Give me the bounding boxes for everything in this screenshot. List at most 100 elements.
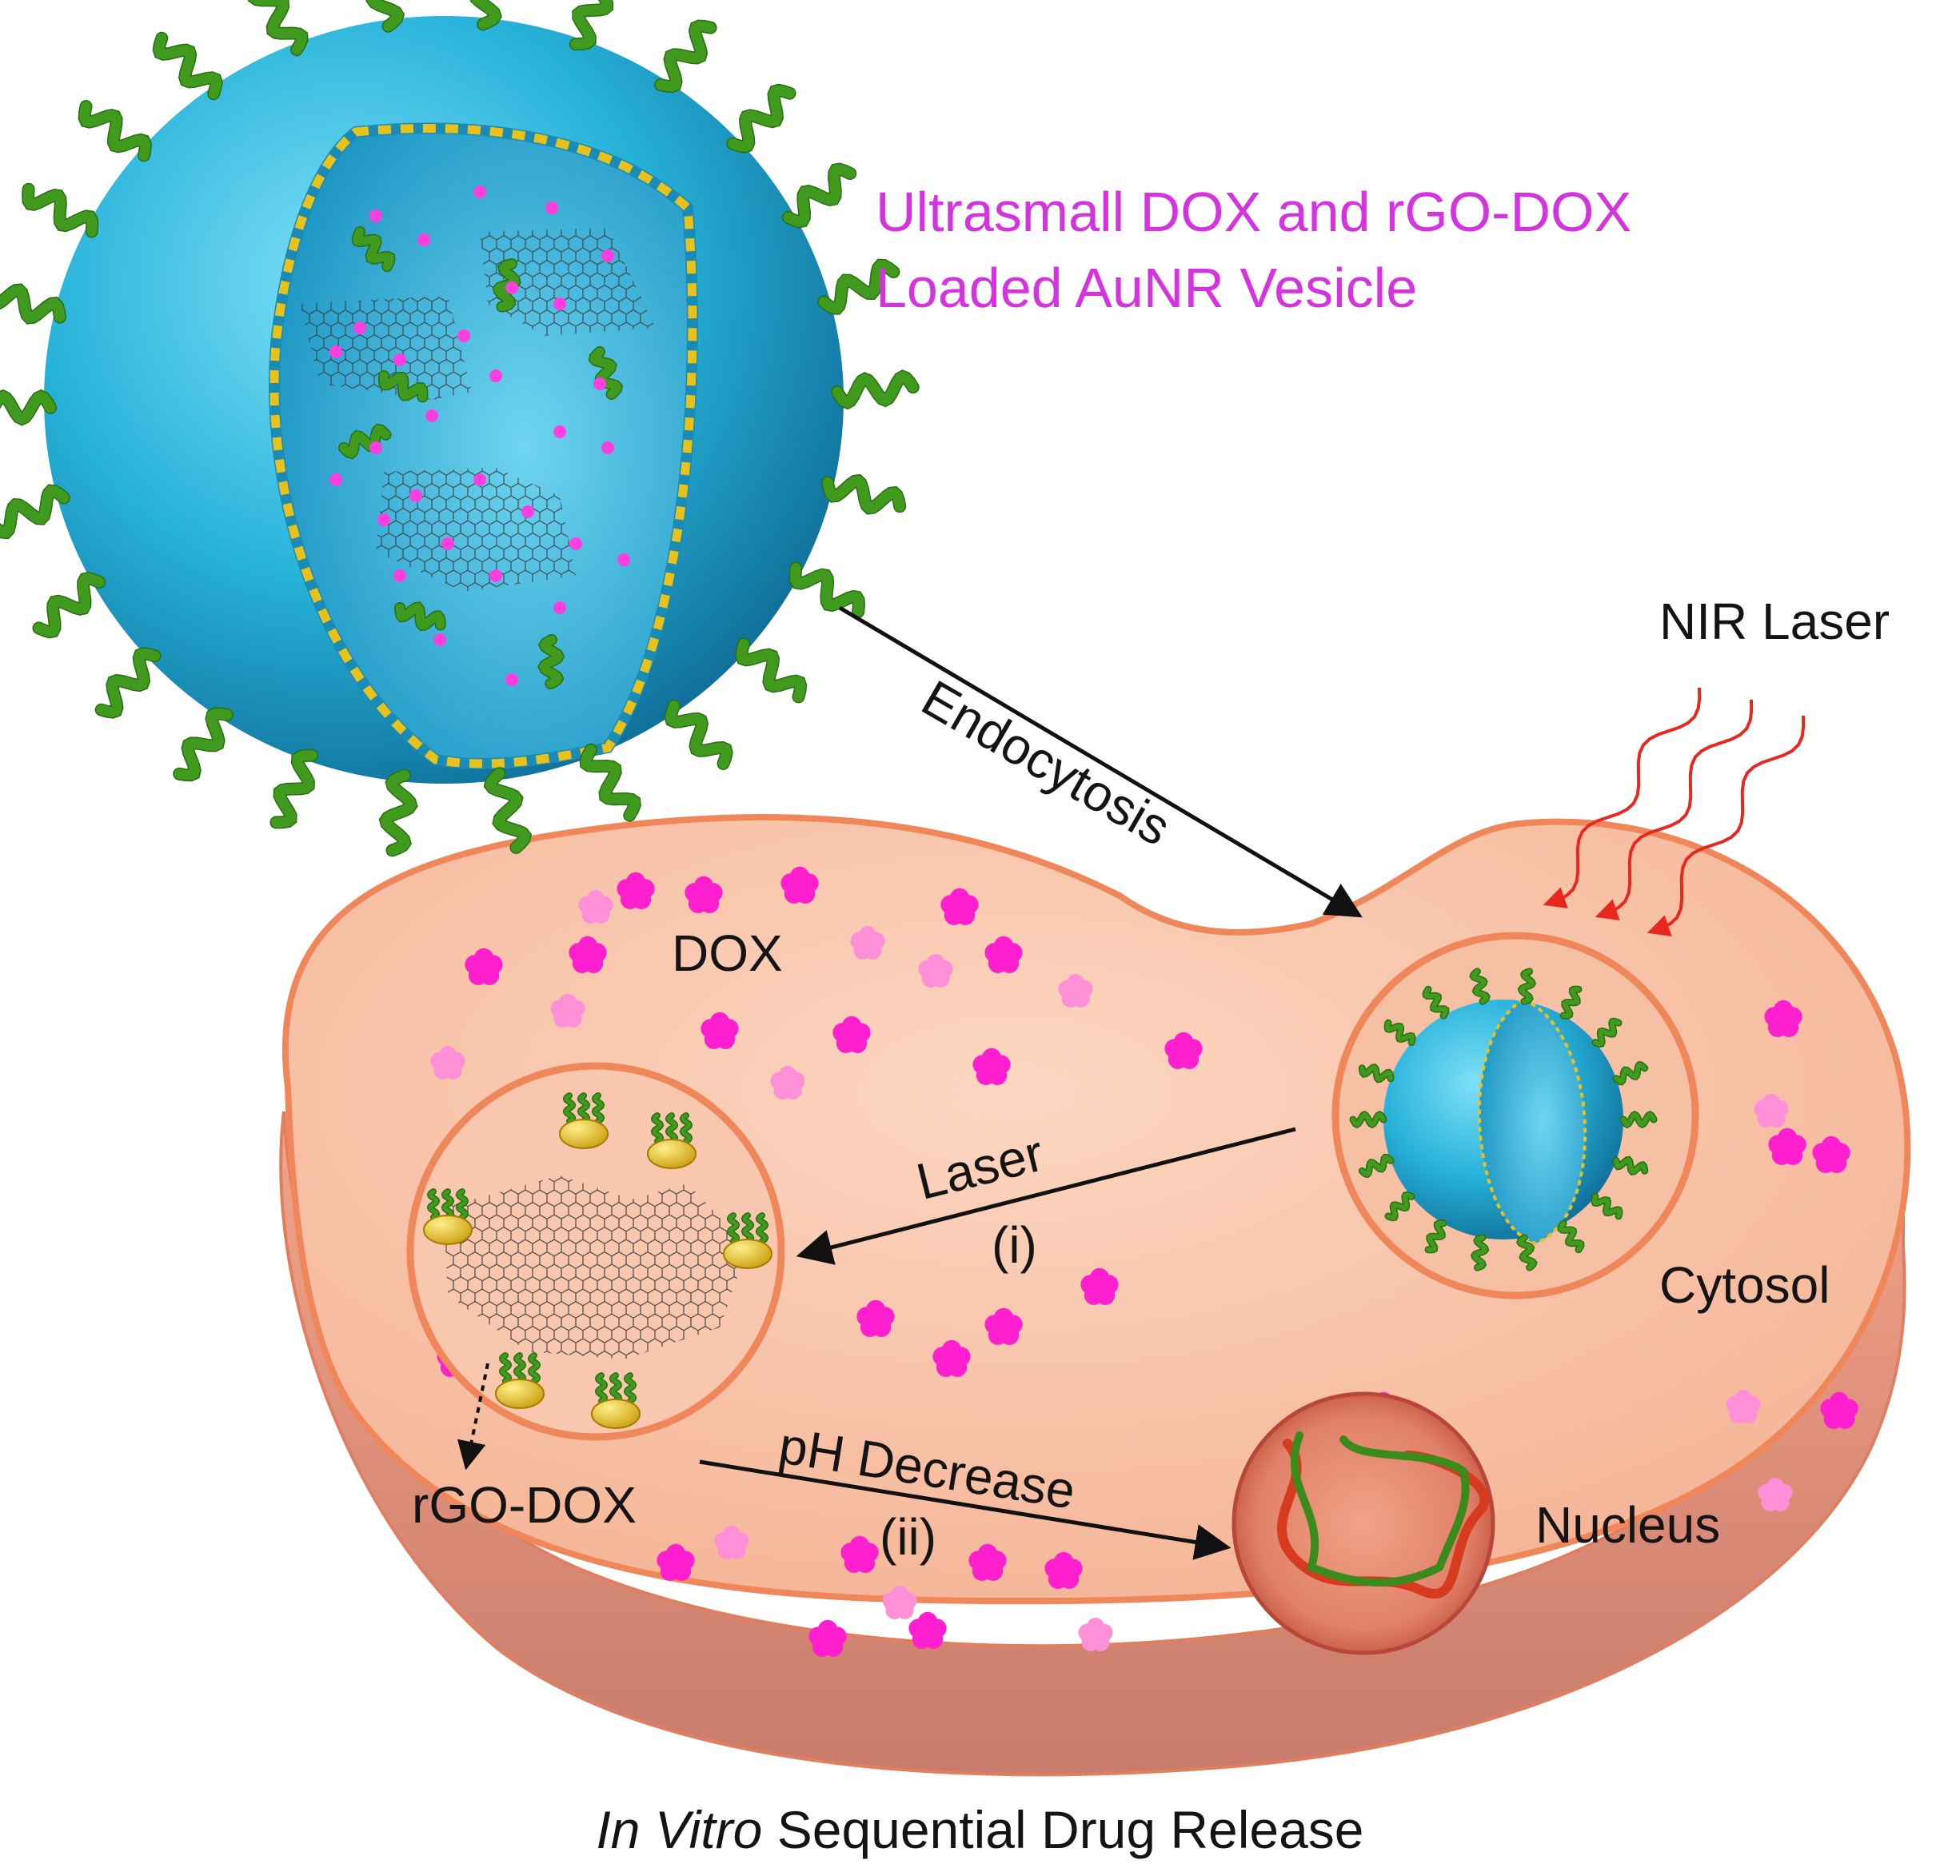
wavy-polymer-chain-icon [513, 1352, 527, 1384]
caption-rest: Sequential Drug Release [762, 1800, 1364, 1859]
vesicle-polymer-chains [0, 0, 920, 857]
dox-molecule-icon [1726, 1390, 1761, 1423]
graphene-sheet-icon [376, 468, 576, 592]
dox-dot [457, 329, 470, 342]
caption-italic: In Vitro [596, 1800, 763, 1859]
dox-molecule-icon [932, 1339, 971, 1377]
wavy-polymer-chain-icon [588, 346, 624, 400]
wavy-polymer-chain-icon [537, 634, 565, 689]
cell-side-wall [279, 1111, 1906, 1777]
wavy-polymer-chain-icon [1591, 1192, 1623, 1220]
ph-decrease-arrow [699, 1459, 1231, 1560]
dox-label: DOX [672, 924, 783, 982]
wavy-polymer-chain-icon [247, 0, 309, 57]
vesicle-dox-dots [329, 186, 630, 686]
dox-molecule-icon [701, 1012, 739, 1049]
wavy-polymer-chain-icon [1349, 1110, 1387, 1129]
wavy-polymer-chain-icon [664, 699, 733, 770]
dox-molecule-icon [808, 1619, 847, 1657]
dox-dot [473, 186, 486, 198]
graphene-sheet-icon [444, 1175, 748, 1359]
dox-molecule-icon [918, 954, 953, 988]
mini-vesicle [1383, 997, 1623, 1246]
dox-molecule-icon [770, 1066, 805, 1100]
wavy-polymer-chain-icon [579, 743, 641, 822]
dox-dot [489, 369, 502, 382]
dox-dot [425, 409, 438, 422]
dox-molecule-icon [714, 1526, 749, 1559]
step-ii-label: (ii) [880, 1508, 937, 1566]
dox-dot [489, 569, 502, 582]
wavy-polymer-chain-icon [650, 1112, 665, 1144]
wavy-polymer-chain-icon [821, 473, 907, 515]
wavy-polymer-chain-icon [594, 1372, 609, 1404]
dox-dot [553, 297, 566, 310]
gold-nanorod-icon [559, 1092, 609, 1149]
dox-molecule-icon [550, 994, 585, 1028]
wavy-polymer-chain-icon [338, 423, 392, 460]
wavy-polymer-chain-icon [740, 1212, 755, 1244]
wavy-polymer-chain-icon [1559, 985, 1583, 1020]
dox-dot [593, 377, 606, 390]
dox-dot [569, 537, 582, 550]
wavy-polymer-chain-icon [269, 748, 319, 829]
wavy-polymer-chain-icon [623, 1372, 637, 1404]
dox-molecule-icon [850, 926, 885, 960]
dox-dot [441, 537, 454, 550]
dox-dot [601, 249, 614, 262]
wavy-polymer-chain-icon [1424, 1219, 1447, 1254]
wavy-polymer-chain-icon [1358, 1153, 1395, 1179]
dox-molecule-icon [1754, 1094, 1789, 1128]
wavy-polymer-chain-icon [152, 31, 223, 101]
dox-molecule-icon [1164, 1032, 1203, 1069]
dox-molecule-icon [908, 1611, 947, 1649]
wavy-polymer-chain-icon [1422, 985, 1450, 1020]
dna-helix-icon [1276, 1439, 1490, 1599]
dox-molecule-icon [569, 936, 607, 973]
wavy-polymer-chain-icon [1469, 968, 1491, 1005]
vesicle-title-line1: Ultrasmall DOX and rGO-DOX [876, 181, 1632, 243]
cytosol-label: Cytosol [1659, 1256, 1830, 1314]
laser-wave-icon [1647, 715, 1806, 937]
dox-molecule-icon [984, 1307, 1023, 1345]
wavy-polymer-chain-icon [726, 1212, 740, 1244]
wavy-polymer-chain-icon [498, 1352, 513, 1384]
wavy-polymer-chain-icon [1383, 1019, 1416, 1047]
nucleus [1231, 1391, 1495, 1655]
dox-dot [329, 473, 342, 486]
dox-molecule-icon [1820, 1391, 1858, 1429]
endosome [1331, 932, 1699, 1299]
dox-dot [545, 202, 558, 214]
dox-molecule-icon [430, 1046, 465, 1080]
dox-dot [417, 234, 430, 246]
wavy-polymer-chain-icon [394, 601, 446, 631]
dox-molecule-icon [1044, 1551, 1083, 1589]
dox-molecule-icon [780, 866, 819, 904]
wavy-polymer-chain-icon [1517, 968, 1537, 1005]
wavy-polymer-chain-icon [527, 1352, 541, 1384]
laser-wave-icon [1543, 687, 1702, 909]
dox-molecule-icon [840, 1535, 879, 1573]
dox-molecule-icon [578, 890, 613, 924]
vesicle-title-line2: Loaded AuNR Vesicle [876, 257, 1418, 319]
dox-molecule-icon [657, 1543, 695, 1581]
wavy-polymer-chain-icon [830, 369, 920, 410]
dox-molecule-icon [984, 936, 1023, 973]
nir-laser-label: NIR Laser [1659, 593, 1890, 650]
wavy-polymer-chain-icon [94, 647, 162, 719]
laser-wave-icon [1595, 699, 1754, 921]
wavy-polymer-chain-icon [455, 1188, 469, 1220]
dox-dot [393, 353, 406, 366]
laser-arrow [796, 1127, 1296, 1265]
dox-dot [369, 210, 382, 222]
dox-dot [601, 441, 614, 454]
dox-molecule-icon [685, 876, 723, 913]
dox-dot [353, 321, 366, 334]
dox-molecule-icon [1764, 1000, 1802, 1037]
dox-molecule-icon [1768, 1128, 1806, 1165]
wavy-polymer-chain-icon [591, 1092, 605, 1124]
dox-molecule-icon [940, 888, 979, 925]
wavy-polymer-chain-icon [351, 226, 396, 273]
wavy-polymer-chain-icon [1358, 1064, 1395, 1084]
